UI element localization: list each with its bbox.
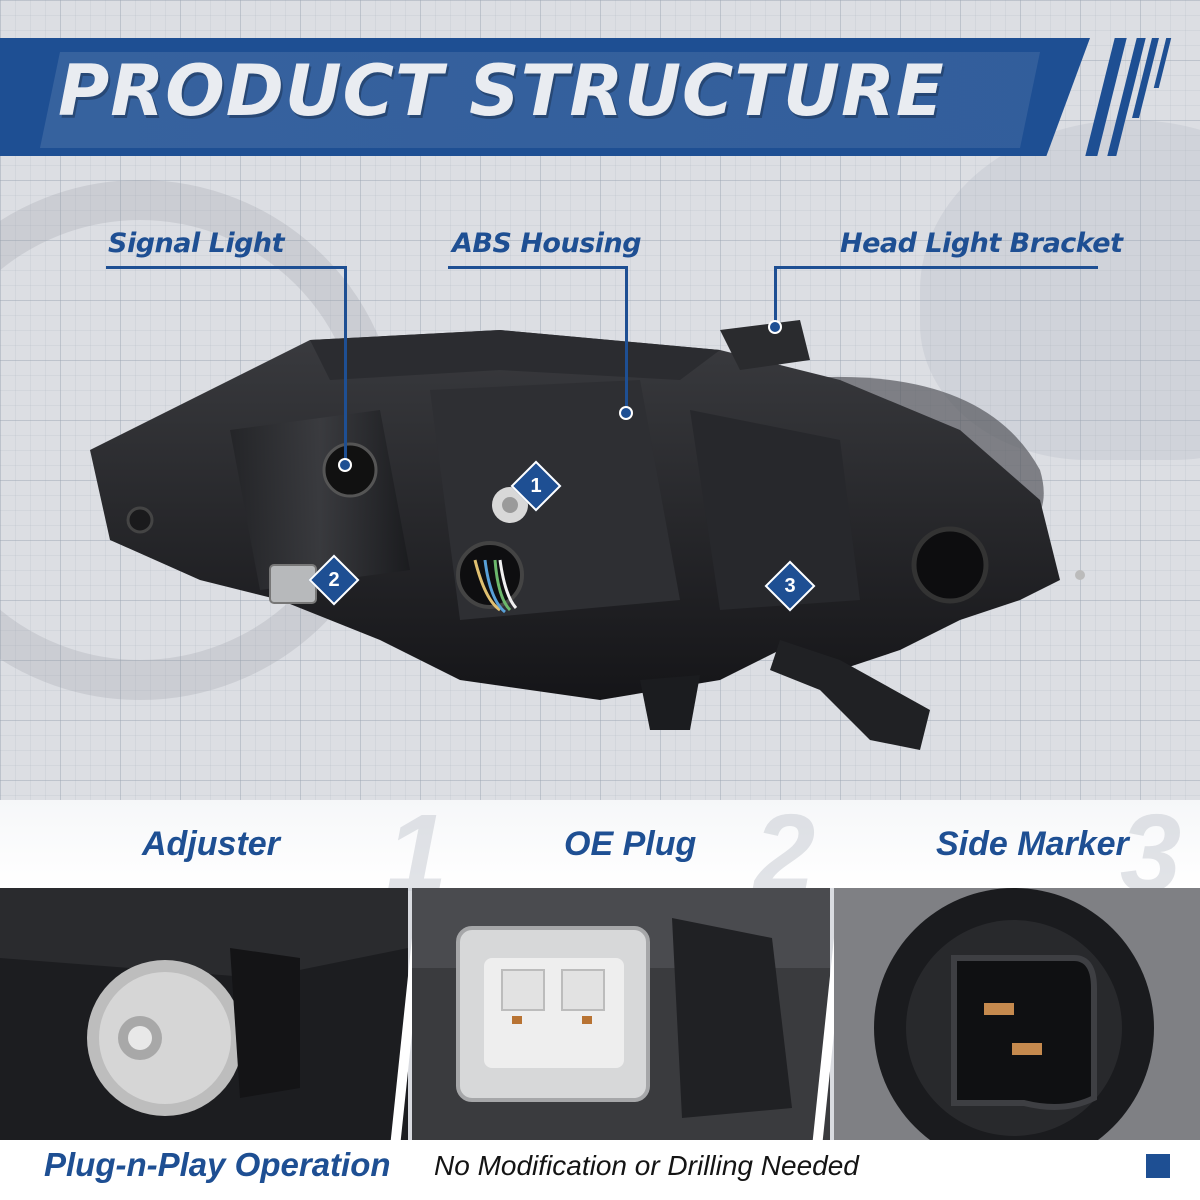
banner-stripes [1085,38,1200,156]
headlight-image [90,320,1085,750]
feature-oe-plug: OE Plug [564,800,696,888]
feature-side-marker: Side Marker [936,800,1129,888]
callout-line-abs-v [625,266,628,412]
callout-line-bracket-v [774,266,777,324]
footer-bar [0,1140,1200,1200]
side-marker-photo [834,888,1200,1140]
footer-title: Plug-n-Play Operation [44,1146,391,1183]
callout-head-light-bracket: Head Light Bracket [840,228,1123,259]
footer-square-icon [1146,1154,1170,1178]
callout-dot-bracket [768,320,782,334]
feature-strip [0,800,1200,888]
callout-abs-housing: ABS Housing [452,228,642,259]
title-banner-inner [40,52,1040,148]
callout-line-signal [106,266,346,269]
feature-label: Adjuster [142,824,280,863]
footer-subtitle: No Modification or Drilling Needed [434,1150,859,1181]
feature-label: OE Plug [564,824,697,863]
callout-line-signal-v [344,266,347,462]
callout-line-abs [448,266,628,269]
title-banner [0,38,1090,156]
callout-signal-light: Signal Light [108,228,285,259]
callout-line-bracket [774,266,1098,269]
page-title: PRODUCT STRUCTURE [58,50,945,132]
callout-dot-abs [619,406,633,420]
oe-plug-photo [412,888,830,1140]
adjuster-photo [0,888,408,1140]
feature-label: Side Marker [936,824,1129,863]
feature-adjuster: Adjuster [142,800,280,888]
callout-dot-signal [338,458,352,472]
